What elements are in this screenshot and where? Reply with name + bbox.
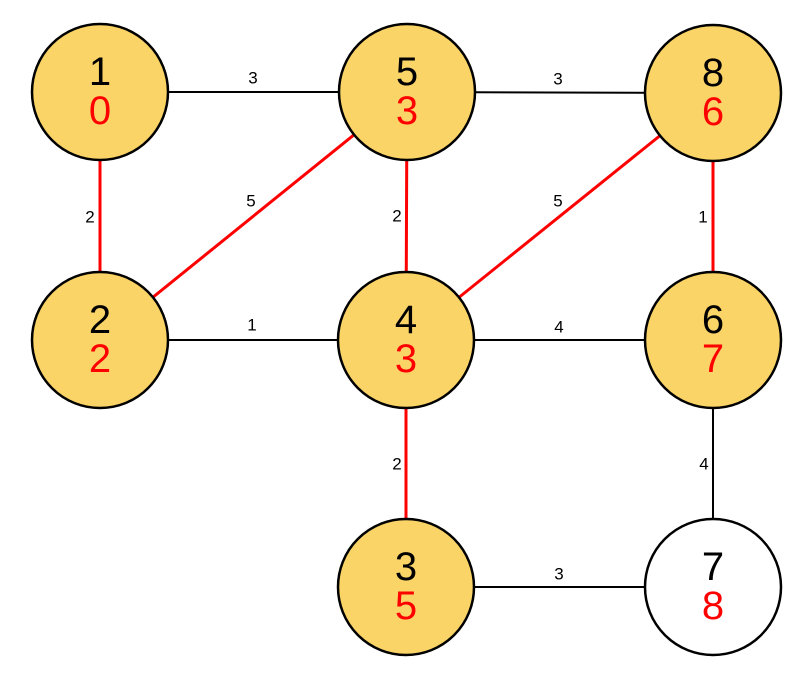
node-distance-label-4: 3	[395, 337, 417, 381]
node-circle-5	[337, 22, 477, 162]
node-id-label-1: 1	[89, 50, 111, 94]
node-circle-8	[643, 23, 783, 163]
node-circle-7	[643, 517, 783, 657]
node-distance-label-8: 6	[702, 90, 724, 134]
node-id-label-4: 4	[395, 298, 417, 342]
edge-weight-label-2-5: 5	[246, 192, 255, 211]
edge-weight-label-1-2: 2	[85, 208, 94, 227]
graph-node-5: 53	[337, 22, 477, 162]
edge-weight-label-6-7: 4	[699, 455, 708, 474]
graph-node-1: 10	[30, 22, 170, 162]
node-circle-6	[643, 270, 783, 410]
edge-weight-label-4-6: 4	[554, 318, 563, 337]
edge-weight-label-5-4: 2	[392, 207, 401, 226]
edge-weight-label-8-6: 1	[698, 208, 707, 227]
graph-node-3: 35	[336, 517, 476, 657]
node-id-label-2: 2	[89, 298, 111, 342]
node-id-label-7: 7	[702, 545, 724, 589]
graph-node-6: 67	[643, 270, 783, 410]
node-id-label-3: 3	[395, 545, 417, 589]
node-circle-1	[30, 22, 170, 162]
graph-node-7: 78	[643, 517, 783, 657]
edge-weight-label-3-7: 3	[554, 565, 563, 584]
node-distance-label-2: 2	[89, 337, 111, 381]
graph-node-2: 22	[30, 270, 170, 410]
edge-weight-label-1-5: 3	[248, 69, 257, 88]
node-circle-4	[336, 270, 476, 410]
node-distance-label-1: 0	[89, 89, 111, 133]
node-id-label-8: 8	[702, 51, 724, 95]
edge-weight-label-2-4: 1	[247, 316, 256, 335]
node-distance-label-5: 3	[396, 89, 418, 133]
node-distance-label-6: 7	[702, 337, 724, 381]
node-distance-label-7: 8	[702, 584, 724, 628]
graph-node-8: 86	[643, 23, 783, 163]
edge-weight-label-4-8: 5	[553, 192, 562, 211]
edge-weight-label-5-8: 3	[553, 70, 562, 89]
edge-weight-label-4-3: 2	[392, 455, 401, 474]
node-circle-3	[336, 517, 476, 657]
node-id-label-5: 5	[396, 50, 418, 94]
graph-node-4: 43	[336, 270, 476, 410]
node-distance-label-3: 5	[395, 584, 417, 628]
node-circle-2	[30, 270, 170, 410]
node-id-label-6: 6	[702, 298, 724, 342]
